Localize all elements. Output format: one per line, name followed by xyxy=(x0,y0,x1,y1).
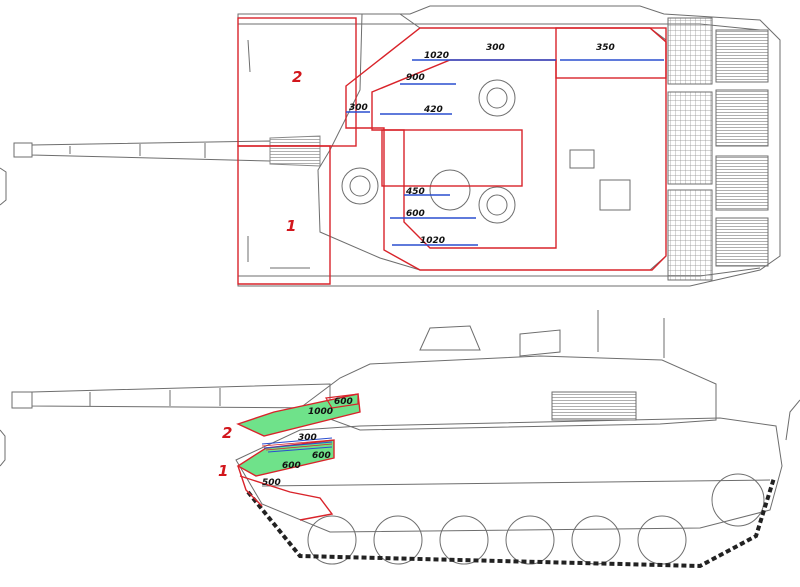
top-armor-blue xyxy=(346,59,664,246)
road-wheel-4 xyxy=(505,515,555,565)
road-wheel-2 xyxy=(373,515,423,565)
road-wheel-6 xyxy=(637,515,687,565)
turret-armor-inner xyxy=(371,59,557,249)
gun-mantlet xyxy=(269,135,321,167)
engine-grille-2 xyxy=(667,91,713,185)
turret-bustle-armor xyxy=(555,27,667,79)
hull-detail-left xyxy=(247,39,310,269)
engine-grille-3 xyxy=(667,189,713,281)
gun-barrel-detail xyxy=(69,143,206,158)
edge-fragment-side xyxy=(0,429,6,467)
commander-hatch-ring xyxy=(486,87,508,109)
side-antenna xyxy=(597,310,665,358)
road-wheel-5 xyxy=(571,515,621,565)
loader-hatch-ring xyxy=(486,194,508,216)
side-thickness-600-low: 600 xyxy=(282,461,301,471)
engine-louver-2 xyxy=(715,89,769,147)
thickness-600-top: 600 xyxy=(406,209,425,219)
zone-box-1 xyxy=(237,145,331,285)
road-wheel-1 xyxy=(307,515,357,565)
side-armor xyxy=(236,393,361,521)
side-labels: 2 1 600 1000 300 600 600 500 xyxy=(218,397,353,488)
drive-sprocket xyxy=(711,473,765,527)
side-thickness-600-top: 600 xyxy=(334,397,353,407)
engine-louver-1 xyxy=(715,29,769,83)
side-zone-label-1: 1 xyxy=(218,462,228,480)
side-turret-sight xyxy=(519,329,561,357)
gunner-hatch xyxy=(429,169,471,211)
thickness-1020-bottom: 1020 xyxy=(420,236,445,246)
thickness-300-top: 300 xyxy=(486,43,505,53)
side-thickness-500: 500 xyxy=(262,478,281,488)
commander-hatch xyxy=(478,79,516,117)
gun-muzzle xyxy=(13,142,33,158)
top-hull-outline xyxy=(237,5,781,287)
top-armor-red xyxy=(237,17,667,285)
thickness-420-top: 420 xyxy=(423,105,443,115)
side-thickness-1000: 1000 xyxy=(308,407,333,417)
side-road-wheels xyxy=(307,473,765,565)
gun-barrel xyxy=(31,140,271,162)
breech-box xyxy=(381,129,523,187)
road-wheel-3 xyxy=(439,515,489,565)
thickness-350-top: 350 xyxy=(596,43,615,53)
side-turret xyxy=(298,355,717,431)
driver-hatch xyxy=(341,167,379,205)
upper-armor-strip xyxy=(325,393,359,409)
sight-box xyxy=(569,149,595,169)
lower-armor-hatch xyxy=(261,437,333,453)
side-thickness-600-mid: 600 xyxy=(312,451,331,461)
side-view xyxy=(0,310,800,569)
driver-hatch-ring xyxy=(349,175,371,197)
side-track xyxy=(246,477,776,569)
turret-armor-outer xyxy=(345,27,667,271)
thickness-900-top: 900 xyxy=(406,73,425,83)
top-labels: 2 1 1020 300 350 900 300 420 450 600 102… xyxy=(286,43,615,246)
engine-louver-4 xyxy=(715,217,769,267)
side-thickness-300: 300 xyxy=(298,433,317,443)
side-gun-muzzle xyxy=(11,391,33,409)
side-hull xyxy=(235,417,783,533)
side-gun-barrel xyxy=(31,383,331,409)
thickness-1020-top: 1020 xyxy=(424,51,449,61)
edge-fragment-right xyxy=(785,399,800,441)
loader-hatch xyxy=(478,186,516,224)
top-view xyxy=(0,5,781,287)
lower-armor-hatch-red xyxy=(261,439,333,451)
edge-fragment-top xyxy=(0,167,7,206)
top-zone-label-1: 1 xyxy=(286,217,296,235)
side-gun-detail xyxy=(89,388,221,406)
glacis-red-line xyxy=(239,475,334,521)
turret-box xyxy=(599,179,631,211)
side-turret-cupola xyxy=(419,325,481,351)
side-skirt-line xyxy=(261,479,771,487)
engine-louver-3 xyxy=(715,155,769,211)
front-red-line xyxy=(237,465,263,507)
top-zone-label-2: 2 xyxy=(292,68,302,86)
thickness-300-left: 300 xyxy=(349,103,368,113)
engine-grille-1 xyxy=(667,17,713,85)
side-zone-label-2: 2 xyxy=(222,424,232,442)
side-stowage-box xyxy=(551,391,637,421)
thickness-450-top: 450 xyxy=(405,187,425,197)
